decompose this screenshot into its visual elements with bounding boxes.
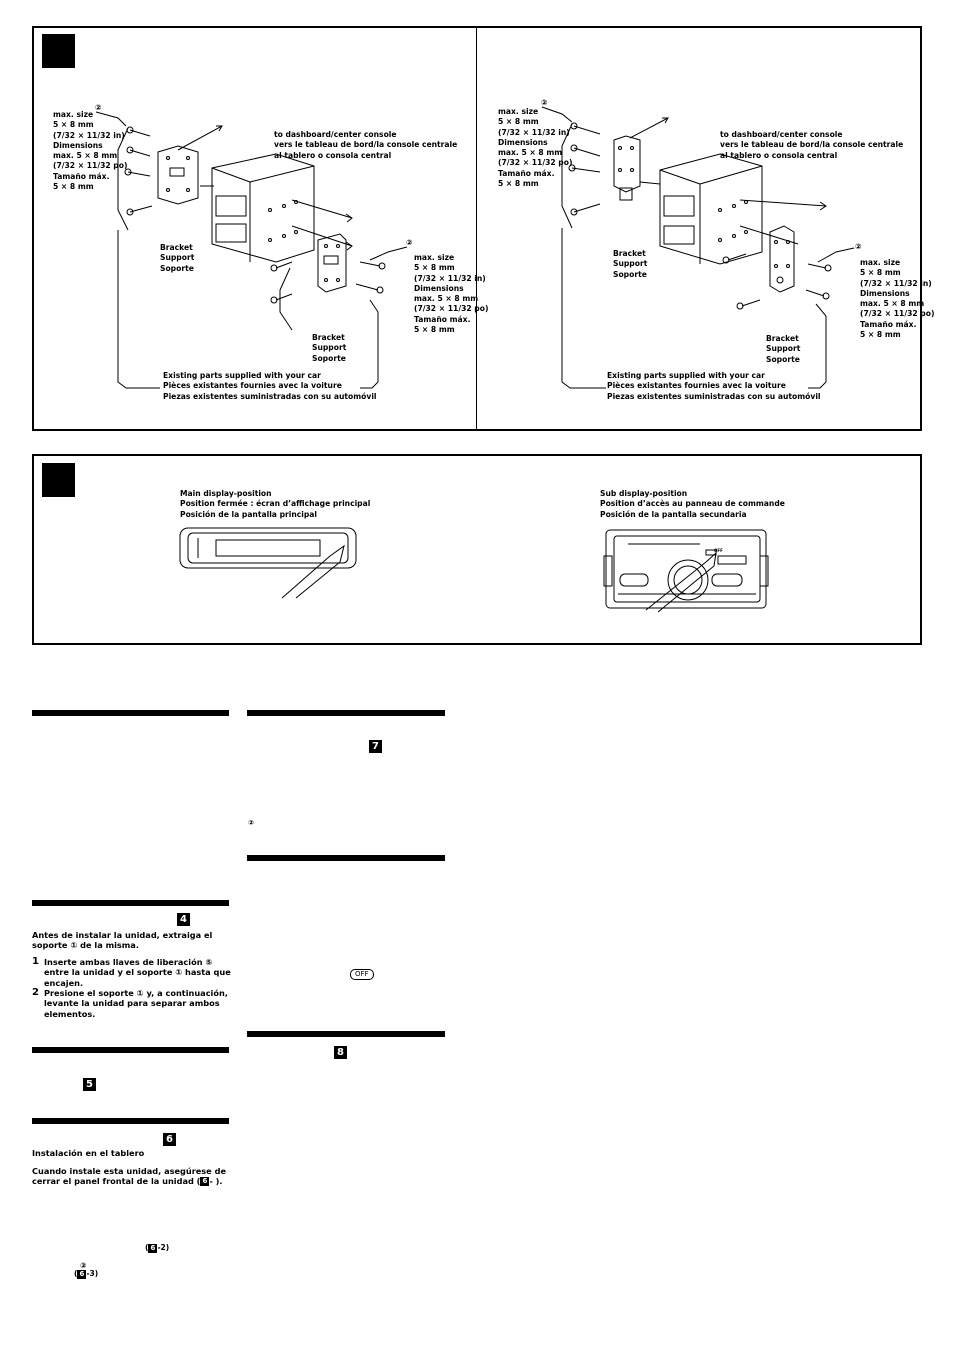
marker-2-right-mid: ②: [855, 242, 862, 251]
figure-mid-frame: [32, 454, 922, 645]
figure-mid-label-block: [42, 463, 75, 497]
sub-display-off-button: OFF: [714, 548, 723, 553]
marker-2-left-mid: ②: [406, 238, 413, 247]
circled-2-ref: ②: [248, 819, 254, 827]
sub-display-drawing: [603, 529, 769, 613]
section-rule-5: [247, 710, 445, 716]
main-display-drawing: [179, 527, 357, 599]
removal-intro: Antes de instalar la unidad, extraiga el…: [32, 930, 213, 951]
removal-instructions: Antes de instalar la unidad, extraiga el…: [32, 930, 232, 1019]
circled-3-ref: ③: [80, 1261, 87, 1270]
section-rule-6: [247, 855, 445, 861]
figure-ref-box-7: 7: [369, 736, 382, 755]
section-rule-7: [247, 1031, 445, 1037]
section-rule-4: [32, 1118, 229, 1124]
figure-ref-box-4: 4: [177, 909, 190, 928]
figure-top-frame: [32, 26, 922, 431]
marker-2-right-top: ②: [541, 98, 548, 107]
dashboard-install-heading: Instalación en el tablero: [32, 1148, 145, 1158]
figure-ref-box-8: 8: [334, 1042, 347, 1061]
section-rule-3: [32, 1047, 229, 1053]
figure-ref-box-6: 6: [163, 1129, 176, 1148]
figure-ref-6-3: (6-3): [74, 1269, 99, 1279]
off-button-ref: OFF: [350, 961, 374, 980]
figure-top-divider: [476, 27, 477, 430]
dashboard-install-warning: Cuando instale esta unidad, asegúrese de…: [32, 1166, 226, 1187]
figure-ref-box-5: 5: [83, 1074, 96, 1093]
figure-top-label-block: [42, 34, 75, 68]
section-rule-2: [32, 900, 229, 906]
right-bracket-drawing: [541, 106, 855, 389]
marker-2-left-top: ②: [95, 103, 102, 112]
left-bracket-drawing: [95, 111, 408, 389]
section-rule-1: [32, 710, 229, 716]
figure-ref-6-2: (6-2): [145, 1243, 170, 1253]
